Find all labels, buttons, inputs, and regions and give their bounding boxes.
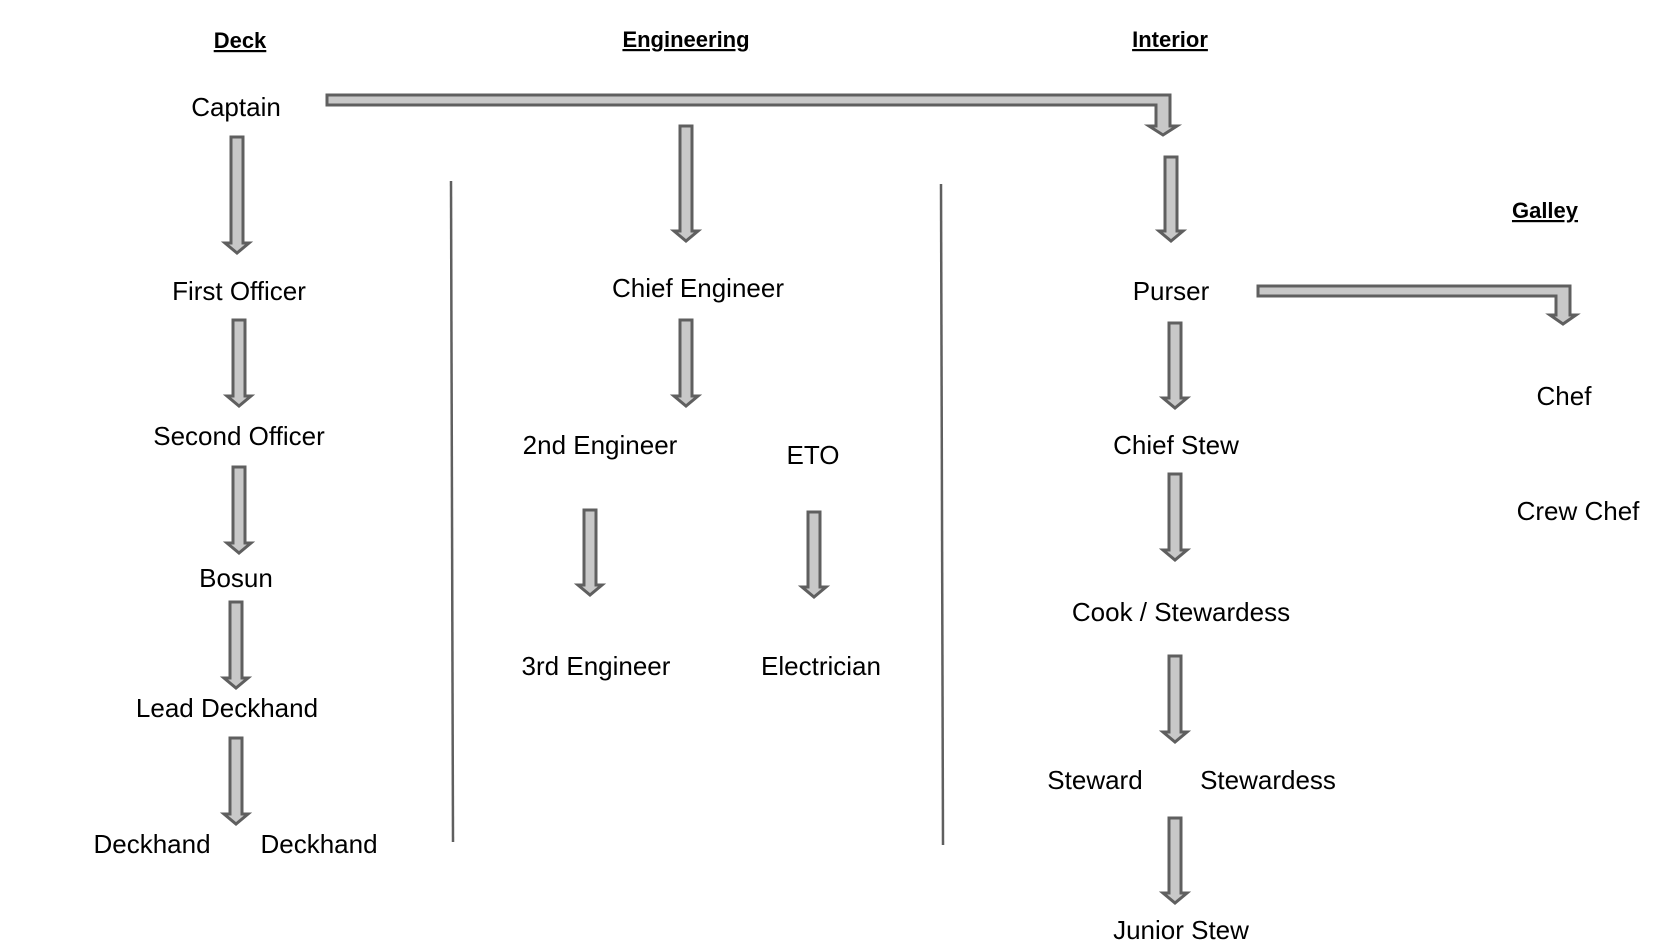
- role-cook-stewardess: Cook / Stewardess: [1072, 597, 1290, 627]
- divider-engineering-interior: [939, 183, 945, 846]
- role-stewardess: Stewardess: [1200, 765, 1336, 795]
- arrow-interior-to-purser: [1154, 155, 1188, 243]
- header-interior: Interior: [1132, 27, 1208, 52]
- role-lead-deckhand: Lead Deckhand: [136, 693, 318, 723]
- role-purser: Purser: [1133, 276, 1210, 306]
- arrow-chief-stew-to-cook-stewardess: [1158, 472, 1192, 562]
- captain-to-interior-connector: [325, 93, 1183, 137]
- arrow-first-officer-to-second-officer: [222, 318, 256, 408]
- role-electrician: Electrician: [761, 651, 881, 681]
- arrow-chief-engineer-to-2nd-engineer: [669, 318, 703, 408]
- role-bosun: Bosun: [199, 563, 273, 593]
- header-deck: Deck: [214, 28, 267, 53]
- role-deckhand-right: Deckhand: [260, 829, 377, 859]
- arrow-lead-deckhand-to-deckhands: [219, 736, 253, 826]
- arrow-cook-stewardess-to-stewards: [1158, 654, 1192, 744]
- role-3rd-engineer: 3rd Engineer: [522, 651, 671, 681]
- divider-deck-engineering: [449, 180, 455, 843]
- role-deckhand-left: Deckhand: [93, 829, 210, 859]
- purser-to-galley-connector: [1256, 284, 1581, 326]
- role-captain: Captain: [191, 92, 281, 122]
- arrow-captain-to-first-officer: [220, 135, 254, 255]
- role-eto: ETO: [787, 440, 840, 470]
- arrow-bosun-to-lead-deckhand: [219, 600, 253, 690]
- role-chief-engineer: Chief Engineer: [612, 273, 784, 303]
- role-2nd-engineer: 2nd Engineer: [523, 430, 678, 460]
- arrow-purser-to-chief-stew: [1158, 321, 1192, 410]
- arrow-stewards-to-junior-stew: [1158, 816, 1192, 905]
- header-galley: Galley: [1512, 198, 1579, 223]
- role-steward: Steward: [1047, 765, 1142, 795]
- role-second-officer: Second Officer: [153, 421, 325, 451]
- arrow-2nd-engineer-to-3rd-engineer: [573, 508, 607, 597]
- header-engineering: Engineering: [622, 27, 749, 52]
- arrow-eto-to-electrician: [797, 510, 831, 599]
- role-crew-chef: Crew Chef: [1517, 496, 1641, 526]
- role-chief-stew: Chief Stew: [1113, 430, 1239, 460]
- role-junior-stew: Junior Stew: [1113, 915, 1249, 945]
- role-chef: Chef: [1537, 381, 1593, 411]
- arrow-captain-to-chief-engineer: [669, 124, 703, 243]
- role-first-officer: First Officer: [172, 276, 306, 306]
- arrow-second-officer-to-bosun: [222, 465, 256, 555]
